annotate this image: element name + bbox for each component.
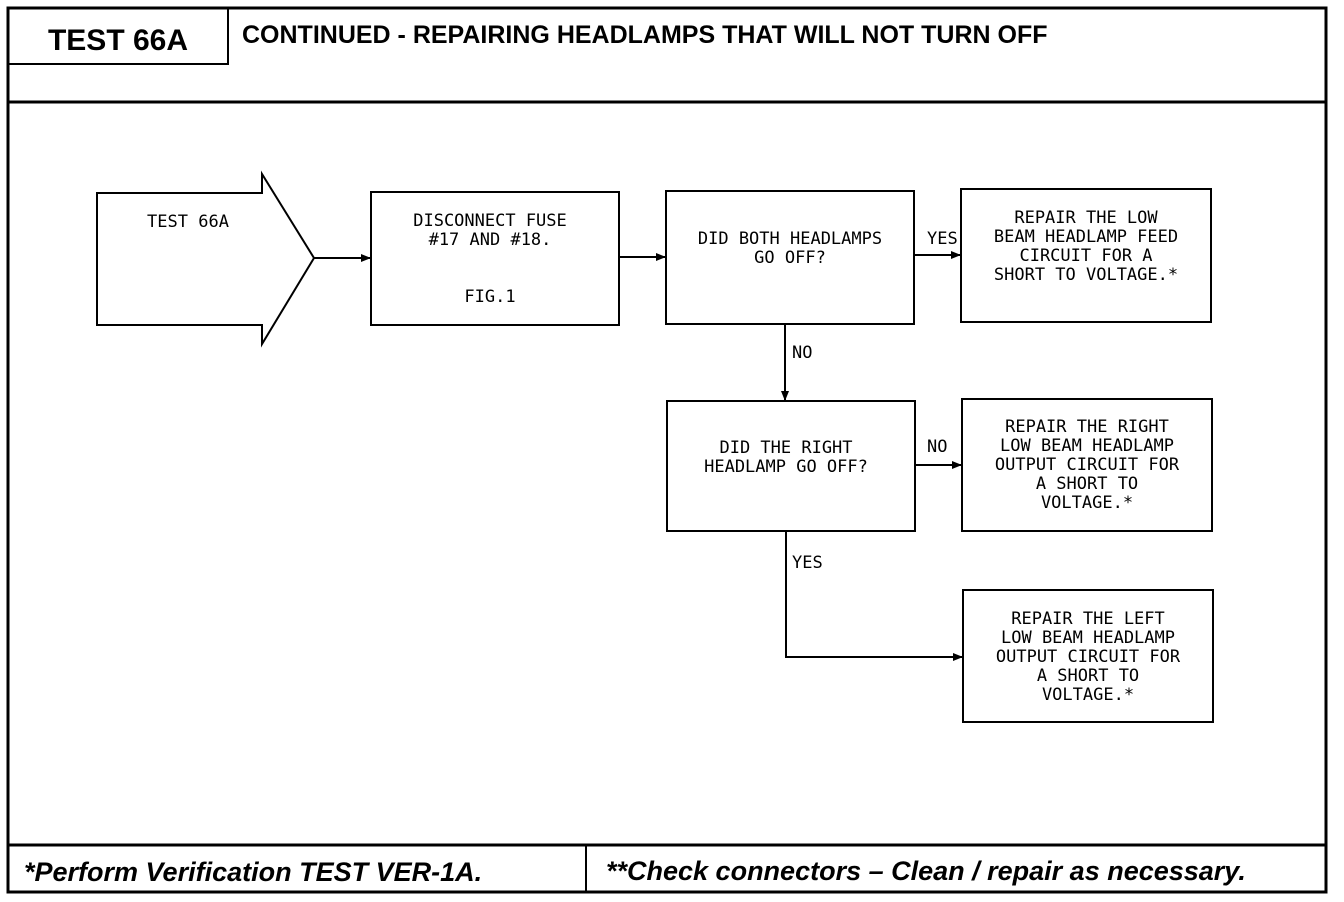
r3-line-2: LOW BEAM HEADLAMP — [1001, 628, 1175, 648]
repair-low-beam-feed-box — [960, 188, 1212, 323]
disconnect-fuse-line-1: DISCONNECT FUSE — [413, 211, 567, 231]
r3-line-5: VOLTAGE.* — [1042, 685, 1134, 705]
r2-line-1: REPAIR THE RIGHT — [1005, 417, 1169, 437]
q1-line-1: DID BOTH HEADLAMPS — [698, 229, 882, 249]
disconnect-fuse-line-2: #17 AND #18. — [429, 230, 552, 250]
right-headlamp-question-box — [666, 400, 916, 532]
page-title: CONTINUED - REPAIRING HEADLAMPS THAT WIL… — [242, 21, 1048, 49]
r3-line-4: A SHORT TO — [1037, 666, 1139, 686]
connector-q2-yes — [785, 531, 963, 661]
q1-line-2: GO OFF? — [754, 248, 826, 268]
q1-yes-label: YES — [927, 229, 958, 249]
disconnect-fuse-box — [370, 191, 620, 326]
test-id: TEST 66A — [48, 24, 188, 57]
r2-line-3: OUTPUT CIRCUIT FOR — [995, 455, 1180, 475]
r3-line-3: OUTPUT CIRCUIT FOR — [996, 647, 1181, 667]
start-arrow-shape — [96, 170, 316, 348]
r2-line-5: VOLTAGE.* — [1041, 493, 1133, 513]
disconnect-fuse-figref: FIG.1 — [464, 287, 515, 307]
q2-line-1: DID THE RIGHT — [719, 438, 852, 458]
r1-line-4: SHORT TO VOLTAGE.* — [994, 265, 1178, 285]
r2-line-2: LOW BEAM HEADLAMP — [1000, 436, 1174, 456]
both-headlamps-question-box — [665, 190, 915, 325]
q1-no-label: NO — [792, 343, 812, 363]
r2-line-4: A SHORT TO — [1036, 474, 1138, 494]
r1-line-3: CIRCUIT FOR A — [1019, 246, 1152, 266]
q2-yes-label: YES — [792, 553, 823, 573]
repair-left-output-box — [962, 589, 1214, 723]
q2-no-label: NO — [927, 437, 947, 457]
r3-line-1: REPAIR THE LEFT — [1011, 609, 1165, 629]
r1-line-1: REPAIR THE LOW — [1014, 208, 1158, 228]
q2-line-2: HEADLAMP GO OFF? — [704, 457, 868, 477]
footer-connectors-note: **Check connectors – Clean / repair as n… — [606, 856, 1246, 886]
footer-verification-note: *Perform Verification TEST VER-1A. — [24, 857, 482, 887]
test-id-box — [7, 7, 229, 65]
start-label: TEST 66A — [147, 212, 229, 232]
r1-line-2: BEAM HEADLAMP FEED — [994, 227, 1178, 247]
page-frame — [6, 6, 1328, 894]
repair-right-output-box — [961, 398, 1213, 532]
